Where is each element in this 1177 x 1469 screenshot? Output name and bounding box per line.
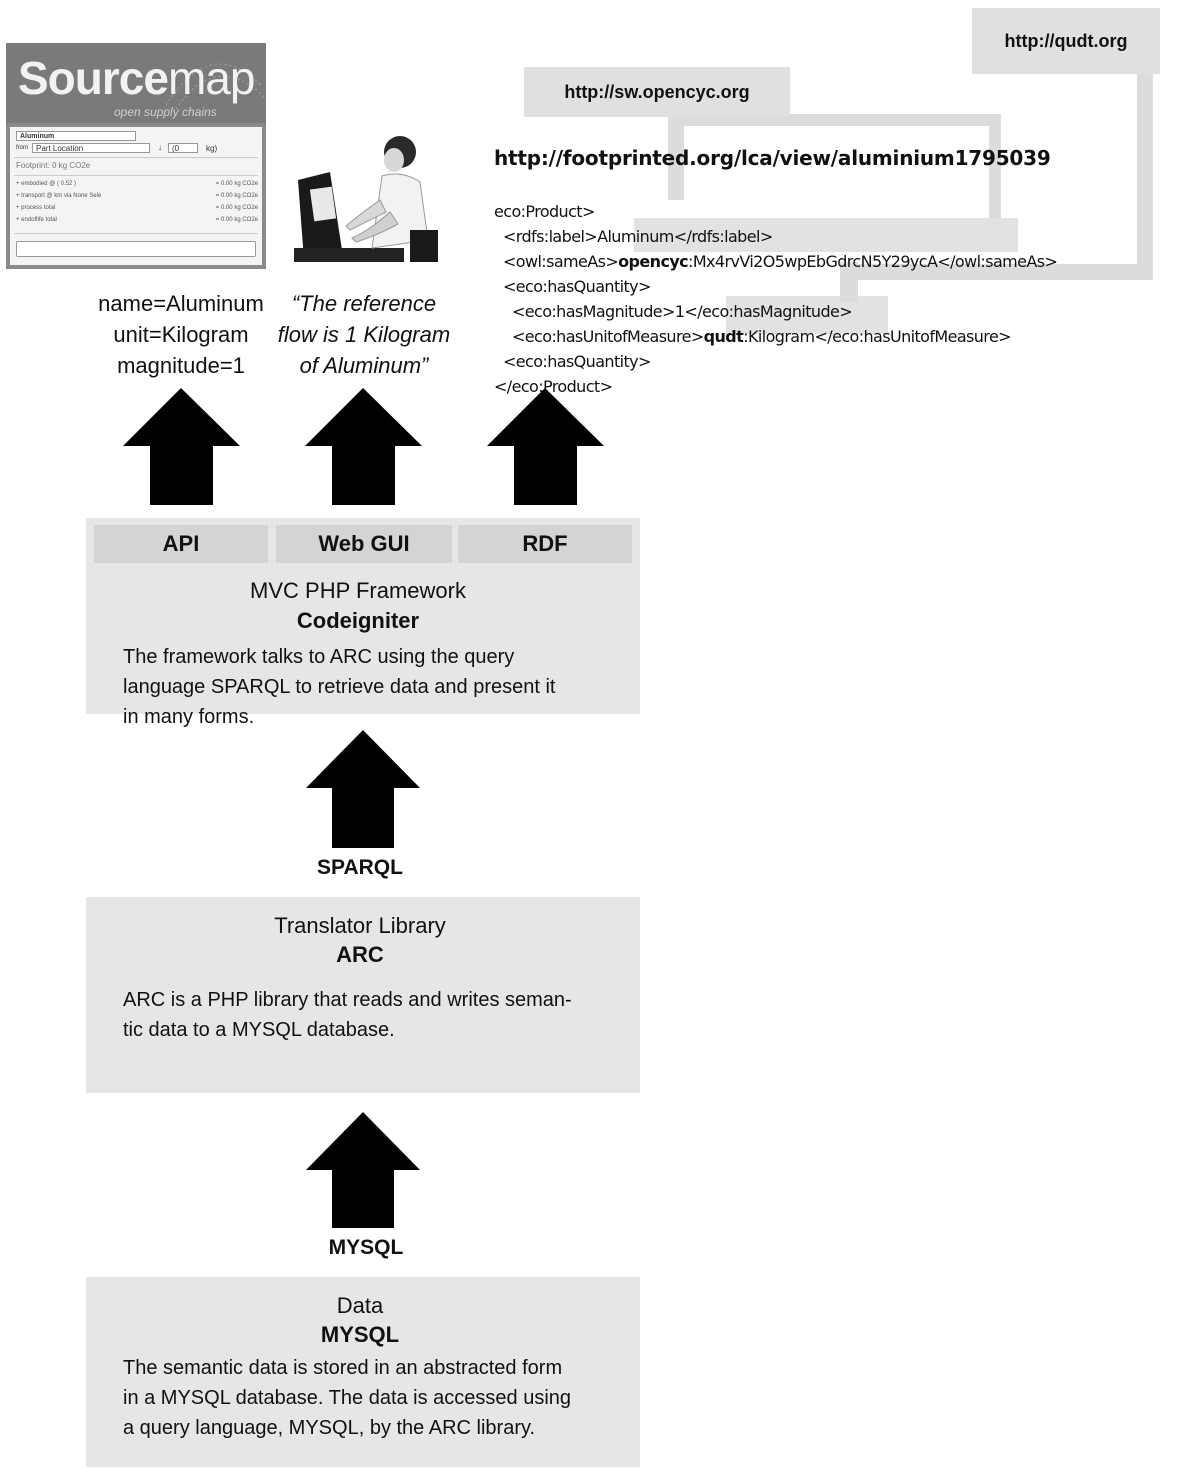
typist-illustration	[294, 136, 438, 262]
location-input[interactable]: Part Location	[32, 143, 150, 153]
framework-box: API Web GUI RDF MVC PHP Framework Codeig…	[86, 518, 640, 714]
rdf-line: eco:Product>	[494, 202, 595, 221]
data-title: Data	[336, 1293, 384, 1318]
opencyc-prefix: opencyc	[618, 252, 689, 271]
quantity-input[interactable]: (0	[168, 143, 198, 153]
calc-row: + endoflife total= 0.00 kg CO2e	[16, 217, 258, 223]
up-arrow-rdf-icon	[487, 388, 604, 505]
qudt-highlight	[726, 296, 888, 334]
qudt-prefix: qudt	[703, 327, 744, 346]
sourcemap-logo: Sourcemap	[18, 52, 255, 104]
qudt-url-box[interactable]: http://qudt.org	[972, 8, 1160, 74]
translator-box: Translator Library ARC ARC is a PHP libr…	[86, 897, 640, 1093]
sourcemap-header: Sourcemap open supply chains	[6, 43, 266, 123]
rdf-line: <rdfs:label>Aluminum</rdfs:label>	[494, 227, 773, 246]
up-arrow-mysql-icon	[306, 1112, 420, 1228]
api-output-line: name=Aluminum	[98, 291, 264, 316]
framework-name: Codeigniter	[296, 608, 420, 633]
data-description: The semantic data is stored in an abstra…	[123, 1357, 572, 1439]
tab-rdf[interactable]: RDF	[458, 525, 632, 563]
translator-title: Translator Library	[274, 913, 446, 938]
api-output-line: unit=Kilogram	[113, 322, 249, 347]
translator-description: ARC is a PHP library that reads and writ…	[123, 989, 572, 1041]
up-arrow-sparql-icon	[306, 730, 420, 848]
rdf-line: <eco:hasQuantity>	[494, 277, 651, 296]
opencyc-highlight	[634, 218, 1018, 252]
qudt-url[interactable]: http://qudt.org	[1004, 30, 1128, 51]
footprint-text: Footprint: 0 kg CO2e	[16, 161, 91, 170]
up-arrow-gui-icon	[305, 388, 422, 505]
name-input[interactable]: Aluminum	[16, 131, 136, 141]
api-output-line: magnitude=1	[117, 353, 245, 378]
mysql-label: MYSQL	[328, 1236, 404, 1259]
unit-label: kg)	[206, 144, 218, 153]
calc-row: + embodied @ ( 0.52 )= 0.00 kg CO2e	[16, 181, 258, 187]
tab-api[interactable]: API	[94, 525, 268, 563]
down-arrow-icon: ↓	[158, 143, 162, 152]
quote-line: of Aluminum”	[299, 353, 429, 378]
data-name: MYSQL	[320, 1322, 400, 1347]
up-arrow-api-icon	[123, 388, 240, 505]
rdf-line: <eco:hasQuantity>	[494, 352, 651, 371]
sourcemap-tagline: open supply chains	[114, 105, 217, 119]
framework-description: The framework talks to ARC using the que…	[123, 646, 556, 728]
from-label: from	[16, 145, 28, 151]
sparql-label: SPARQL	[317, 856, 403, 879]
framework-title: MVC PHP Framework	[250, 578, 466, 603]
rdf-output: eco:Product> <rdfs:label>Aluminum</rdfs:…	[494, 174, 1058, 424]
rdf-line: <owl:sameAs>opencyc:Mx4rvVi2O5wpEbGdrcN5…	[494, 252, 1058, 271]
tab-web-gui[interactable]: Web GUI	[276, 525, 452, 563]
calc-row: + process total= 0.00 kg CO2e	[16, 205, 258, 211]
sourcemap-form: Aluminum from Part Location ↓ (0 kg) Foo…	[10, 127, 262, 265]
sourcemap-widget: Sourcemap open supply chains Aluminum fr…	[6, 43, 266, 269]
quote-line: flow is 1 Kilogram	[277, 322, 451, 347]
translator-name: ARC	[336, 942, 384, 967]
calc-row: + transport @ km via None Sele= 0.00 kg …	[16, 193, 258, 199]
rdf-line: <eco:hasMagnitude>1</eco:hasMagnitude>	[494, 302, 853, 321]
rdf-line: </eco:Product>	[494, 377, 613, 396]
opencyc-url[interactable]: http://sw.opencyc.org	[564, 81, 750, 102]
data-box: Data MYSQL The semantic data is stored i…	[86, 1277, 640, 1467]
api-output: name=Aluminum unit=Kilogram magnitude=1	[80, 288, 282, 381]
opencyc-url-box[interactable]: http://sw.opencyc.org	[524, 67, 790, 117]
footprinted-url[interactable]: http://footprinted.org/lca/view/aluminiu…	[494, 146, 1051, 170]
quote-line: “The reference	[291, 291, 437, 316]
gui-output-quote: “The reference flow is 1 Kilogram of Alu…	[266, 288, 462, 381]
notes-textarea[interactable]	[16, 241, 256, 257]
rdf-line: <eco:hasUnitofMeasure>qudt:Kilogram</eco…	[494, 327, 1012, 346]
